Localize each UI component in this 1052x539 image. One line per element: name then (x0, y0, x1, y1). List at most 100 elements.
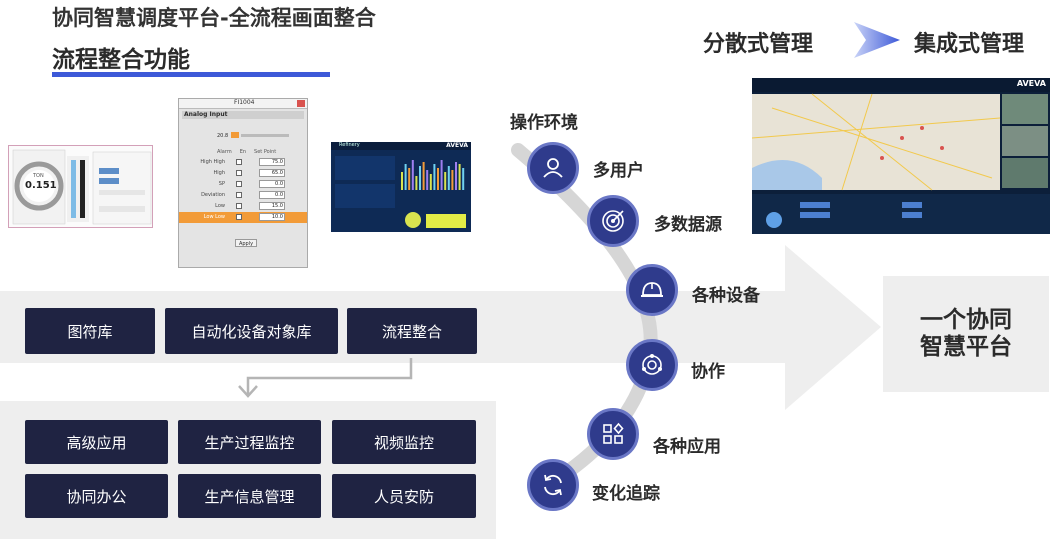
env-title: 操作环境 (510, 113, 578, 133)
dashboard-bar (422, 162, 425, 190)
collaboration-icon (642, 354, 662, 375)
dashboard-bar (429, 174, 432, 190)
setpoint-row-label: High High (200, 159, 225, 165)
setpoint-row: SP 0.0 (179, 179, 307, 190)
dashboard-bar (462, 168, 465, 190)
title-underline (52, 72, 330, 77)
dashboard-bar (455, 162, 457, 190)
col-setpoint: Set Point (254, 149, 277, 155)
node-change-tracking (527, 459, 579, 511)
dashboard-bar (458, 164, 461, 190)
advanced-apps-button[interactable]: 高级应用 (25, 420, 168, 464)
setpoint-row-label: Deviation (201, 192, 225, 198)
big-right-arrow-icon (785, 245, 881, 410)
target-icon (602, 210, 624, 232)
chevron-right-icon (854, 22, 900, 58)
map-brand: AVEVA (1016, 79, 1046, 88)
gauge-screenshot: TON 0.151 (8, 145, 153, 228)
dashboard-bar (451, 170, 454, 190)
node-label-multi-source: 多数据源 (654, 215, 722, 235)
video-monitoring-button[interactable]: 视频监控 (332, 420, 476, 464)
node-devices (626, 264, 678, 316)
dashboard-bar (404, 164, 407, 190)
office-collaboration-button[interactable]: 协同办公 (25, 474, 168, 518)
enable-checkbox[interactable] (236, 170, 242, 176)
apps-icon (603, 422, 624, 444)
node-label-devices: 各种设备 (692, 286, 760, 306)
integrated-management-label: 集成式管理 (914, 32, 1025, 57)
setpoint-row: High 65.0 (179, 168, 307, 179)
dashboard-bar (411, 160, 414, 190)
setpoint-value-field[interactable]: 0.0 (259, 191, 285, 199)
col-alarm: Alarm (217, 149, 232, 155)
result-box: 一个协同 智慧平台 (883, 276, 1049, 392)
dashboard-bar (415, 176, 418, 190)
setpoint-row-label: High (213, 170, 226, 176)
setpoint-row: Deviation 0.0 (179, 190, 307, 201)
setpoint-value-field[interactable]: 65.0 (259, 169, 285, 177)
enable-checkbox[interactable] (236, 203, 242, 209)
dashboard-bar (419, 166, 421, 190)
env-arc (511, 143, 658, 497)
distributed-management-label: 分散式管理 (703, 32, 814, 57)
symbol-library-button[interactable]: 图符库 (25, 308, 155, 354)
col-en: En (239, 149, 247, 155)
section-title: 流程整合功能 (52, 47, 190, 73)
node-label-applications: 各种应用 (653, 437, 721, 457)
gauge-unit: TON (33, 173, 44, 179)
production-info-button[interactable]: 生产信息管理 (178, 474, 321, 518)
node-label-change-tracking: 变化追踪 (592, 484, 660, 504)
node-multi-source (587, 195, 639, 247)
close-icon[interactable] (297, 100, 305, 107)
setpoint-value-field[interactable]: 0.0 (259, 180, 285, 188)
node-multi-user (527, 142, 579, 194)
dashboard-bar (408, 168, 411, 190)
dashboard-bar (426, 170, 429, 190)
dashboard-bar (401, 172, 403, 190)
node-collaboration (626, 339, 678, 391)
setpoint-row-label: Low Low (203, 214, 225, 220)
setpoint-value-field[interactable]: 15.0 (259, 202, 285, 210)
hardhat-icon (641, 282, 663, 297)
dashboard-bar (433, 164, 436, 190)
node-label-multi-user: 多用户 (593, 161, 644, 181)
gauge-value: 0.151 (25, 180, 57, 191)
dash-app: Refinery (339, 142, 360, 148)
device-object-library-button[interactable]: 自动化设备对象库 (165, 308, 338, 354)
setpoint-row-label: Low (215, 203, 225, 209)
setpoint-row: Low 15.0 (179, 201, 307, 212)
bar-value: 20.8 (217, 133, 229, 139)
refresh-icon (544, 474, 562, 496)
dash-brand: AVEVA (446, 142, 468, 149)
result-line2: 智慧平台 (920, 334, 1012, 360)
users-icon (543, 158, 563, 178)
dashboard-bar (437, 168, 439, 190)
setpoint-row: High High 75.0 (179, 157, 307, 168)
enable-checkbox[interactable] (236, 181, 242, 187)
down-left-arrow-icon (238, 358, 413, 398)
dashboard-bar (444, 172, 447, 190)
apply-button[interactable]: Apply (235, 239, 257, 247)
dashboard-bar (447, 166, 450, 190)
analog-input-dialog-screenshot: FI1004 Analog Input 20.8 Alarm En Set Po… (178, 98, 308, 268)
dashboard-bar (440, 160, 443, 190)
dialog-window-title: FI1004 (234, 99, 255, 106)
refinery-dashboard-screenshot: Refinery AVEVA (331, 142, 471, 232)
page-title: 协同智慧调度平台-全流程画面整合 (52, 6, 376, 30)
enable-checkbox[interactable] (236, 214, 242, 220)
production-monitoring-button[interactable]: 生产过程监控 (178, 420, 321, 464)
node-applications (587, 408, 639, 460)
setpoint-row: Low Low 10.0 (179, 212, 307, 223)
personnel-security-button[interactable]: 人员安防 (332, 474, 476, 518)
setpoint-row-label: SP (218, 181, 225, 187)
enable-checkbox[interactable] (236, 192, 242, 198)
setpoint-value-field[interactable]: 10.0 (259, 213, 285, 221)
enable-checkbox[interactable] (236, 159, 242, 165)
setpoint-value-field[interactable]: 75.0 (259, 158, 285, 166)
dialog-section-title: Analog Input (182, 111, 304, 119)
node-label-collaboration: 协作 (691, 362, 725, 382)
map-dashboard-screenshot: AVEVA (752, 78, 1050, 234)
process-integration-button[interactable]: 流程整合 (347, 308, 477, 354)
result-line1: 一个协同 (920, 307, 1012, 333)
